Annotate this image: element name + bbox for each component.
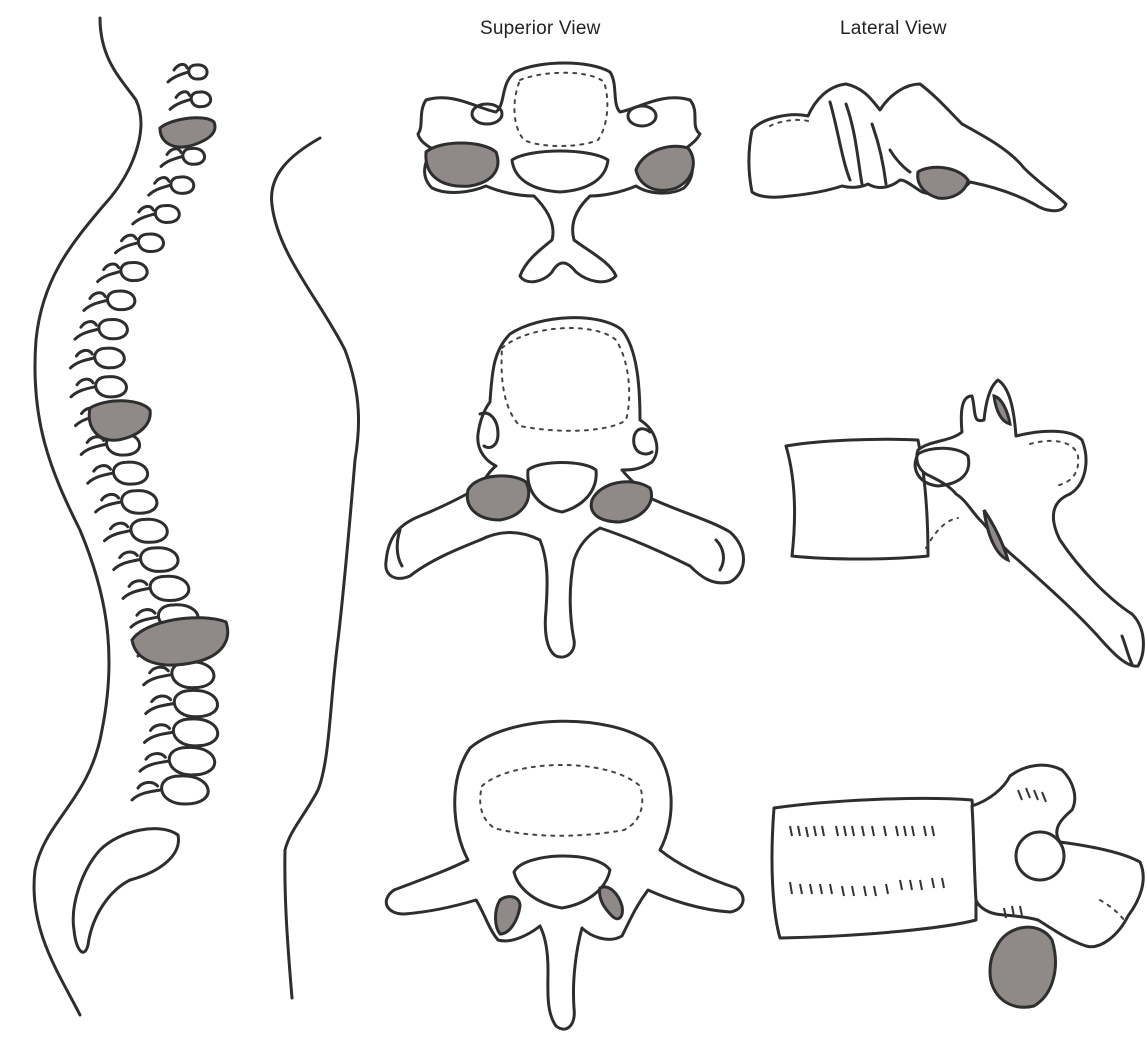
body-outline-right (272, 138, 359, 998)
vertebra-body (95, 348, 125, 368)
vertebra-body (108, 291, 135, 310)
vertebra-process (149, 178, 171, 196)
vertebra-body (131, 519, 167, 542)
lumbar-lateral-body (772, 798, 976, 938)
vertebra-process (170, 92, 191, 110)
vertebra-process (84, 293, 107, 311)
spinal-column-illustration (34, 18, 359, 1015)
vertebra-body (96, 377, 127, 397)
lumbar-lateral-facet (1016, 832, 1064, 880)
vertebra-body (174, 690, 217, 716)
vertebra-body (99, 320, 127, 339)
vertebra-process (98, 264, 121, 282)
vertebra-process (168, 64, 188, 82)
vertebra-body (191, 92, 210, 107)
vertebra-process (88, 466, 113, 484)
sacrum (73, 829, 178, 953)
shaded-segment-lumbar (132, 618, 228, 665)
vertebra-body (169, 747, 214, 775)
thoracic-shade-left (467, 476, 528, 520)
vertebra-body (155, 205, 179, 222)
lumbar-superior-outline (386, 721, 743, 1029)
vertebra-process (104, 523, 129, 541)
vertebra-body (141, 548, 179, 572)
vertebra-body (113, 462, 147, 484)
vertebra-body (162, 776, 209, 804)
thoracic-lateral-posterior (917, 380, 1144, 666)
shaded-segment-cervical (160, 118, 215, 147)
thoracic-lateral-dash (926, 518, 958, 548)
lumbar-lateral-shade (990, 927, 1055, 1007)
vertebra-body (138, 234, 163, 252)
cervical-shade-left (426, 143, 498, 186)
vertebra-process (132, 782, 160, 800)
vertebra-body (121, 262, 147, 280)
vertebra-process (146, 696, 173, 714)
vertebra-process (144, 725, 172, 743)
vertebra-process (81, 437, 106, 455)
vertebra-body (171, 177, 194, 193)
vertebra-process (161, 149, 182, 167)
thoracic-superior-view (386, 318, 744, 657)
lumbar-superior-view (386, 721, 743, 1029)
vertebral-stack (70, 64, 217, 804)
lumbar-lateral-view (772, 765, 1143, 1007)
shaded-segment-thoracic (89, 401, 150, 440)
thoracic-superior-outline (386, 318, 744, 657)
vertebra-process (96, 494, 121, 512)
vertebra-body (183, 148, 205, 164)
vertebra-process (114, 552, 140, 570)
cervical-lateral-view (749, 84, 1066, 211)
cervical-lateral-outline (749, 84, 1066, 211)
vertebra-body (173, 719, 217, 746)
cervical-superior-view (418, 63, 700, 282)
vertebra-process (71, 379, 95, 397)
thoracic-lateral-view (786, 380, 1143, 666)
thoracic-lateral-body (786, 439, 928, 559)
vertebra-process (144, 667, 171, 685)
vertebra-body (122, 491, 157, 514)
vertebra-process (70, 350, 94, 368)
vertebra-body (189, 65, 207, 79)
vertebra-body (150, 576, 189, 600)
vertebra-process (116, 235, 138, 253)
vertebra-process (123, 581, 149, 599)
vertebra-process (75, 322, 98, 340)
vertebra-process (133, 206, 155, 224)
vertebra-process (140, 754, 168, 772)
